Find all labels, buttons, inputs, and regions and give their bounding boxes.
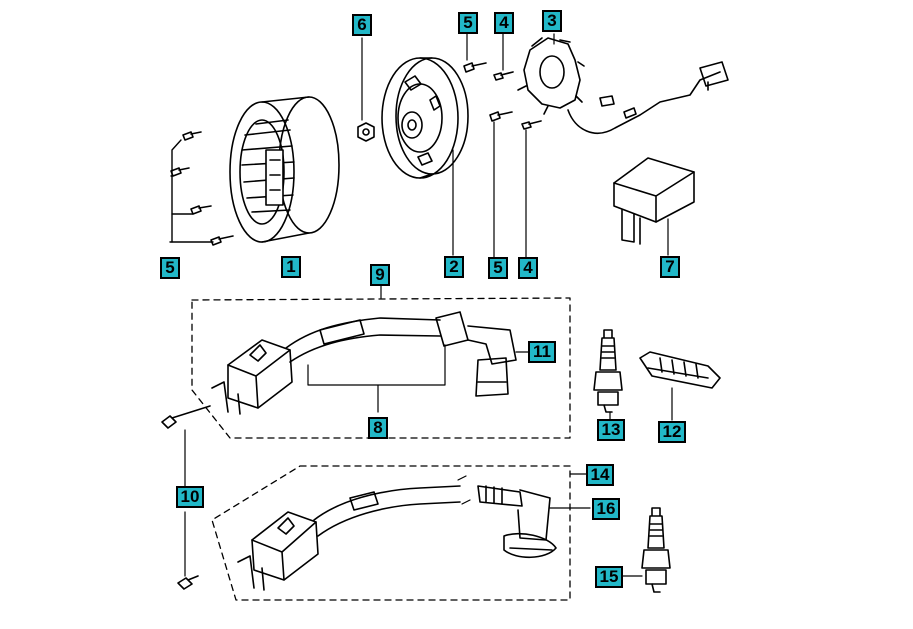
callout-4b[interactable]: 4 (518, 257, 538, 279)
callout-13[interactable]: 13 (597, 419, 625, 441)
cooling-fan (229, 96, 340, 243)
callout-2[interactable]: 2 (444, 256, 464, 278)
cdi-unit (613, 157, 695, 256)
mounting-bolts (161, 405, 211, 590)
ignition-coil-group-outline (191, 297, 571, 439)
stator (517, 33, 729, 134)
callout-6[interactable]: 6 (352, 14, 372, 36)
callout-12[interactable]: 12 (658, 421, 686, 443)
spark-plug-alt (621, 507, 671, 593)
plug-cover (639, 351, 721, 421)
callout-10[interactable]: 10 (176, 486, 204, 508)
alt-ignition-coil (237, 475, 591, 591)
callout-7[interactable]: 7 (660, 256, 680, 278)
callout-14[interactable]: 14 (586, 464, 614, 486)
callout-1[interactable]: 1 (281, 256, 301, 278)
callout-16[interactable]: 16 (592, 498, 620, 520)
ignition-coil (211, 317, 446, 415)
callout-15[interactable]: 15 (595, 566, 623, 588)
callout-11[interactable]: 11 (528, 341, 556, 363)
callout-5c[interactable]: 5 (160, 257, 180, 279)
alt-coil-group-outline (211, 465, 571, 601)
callout-9[interactable]: 9 (370, 264, 390, 286)
callout-5a[interactable]: 5 (458, 12, 478, 34)
spark-plug (593, 329, 623, 421)
stator-screws (463, 33, 513, 259)
spark-plug-cap (435, 311, 531, 397)
flywheel-nut (357, 37, 375, 142)
callout-4a[interactable]: 4 (494, 12, 514, 34)
fan-screws (169, 131, 234, 246)
callout-5b[interactable]: 5 (488, 257, 508, 279)
pickup-screws (493, 33, 542, 259)
callout-3[interactable]: 3 (542, 10, 562, 32)
callout-8[interactable]: 8 (368, 417, 388, 439)
flywheel (381, 57, 469, 256)
